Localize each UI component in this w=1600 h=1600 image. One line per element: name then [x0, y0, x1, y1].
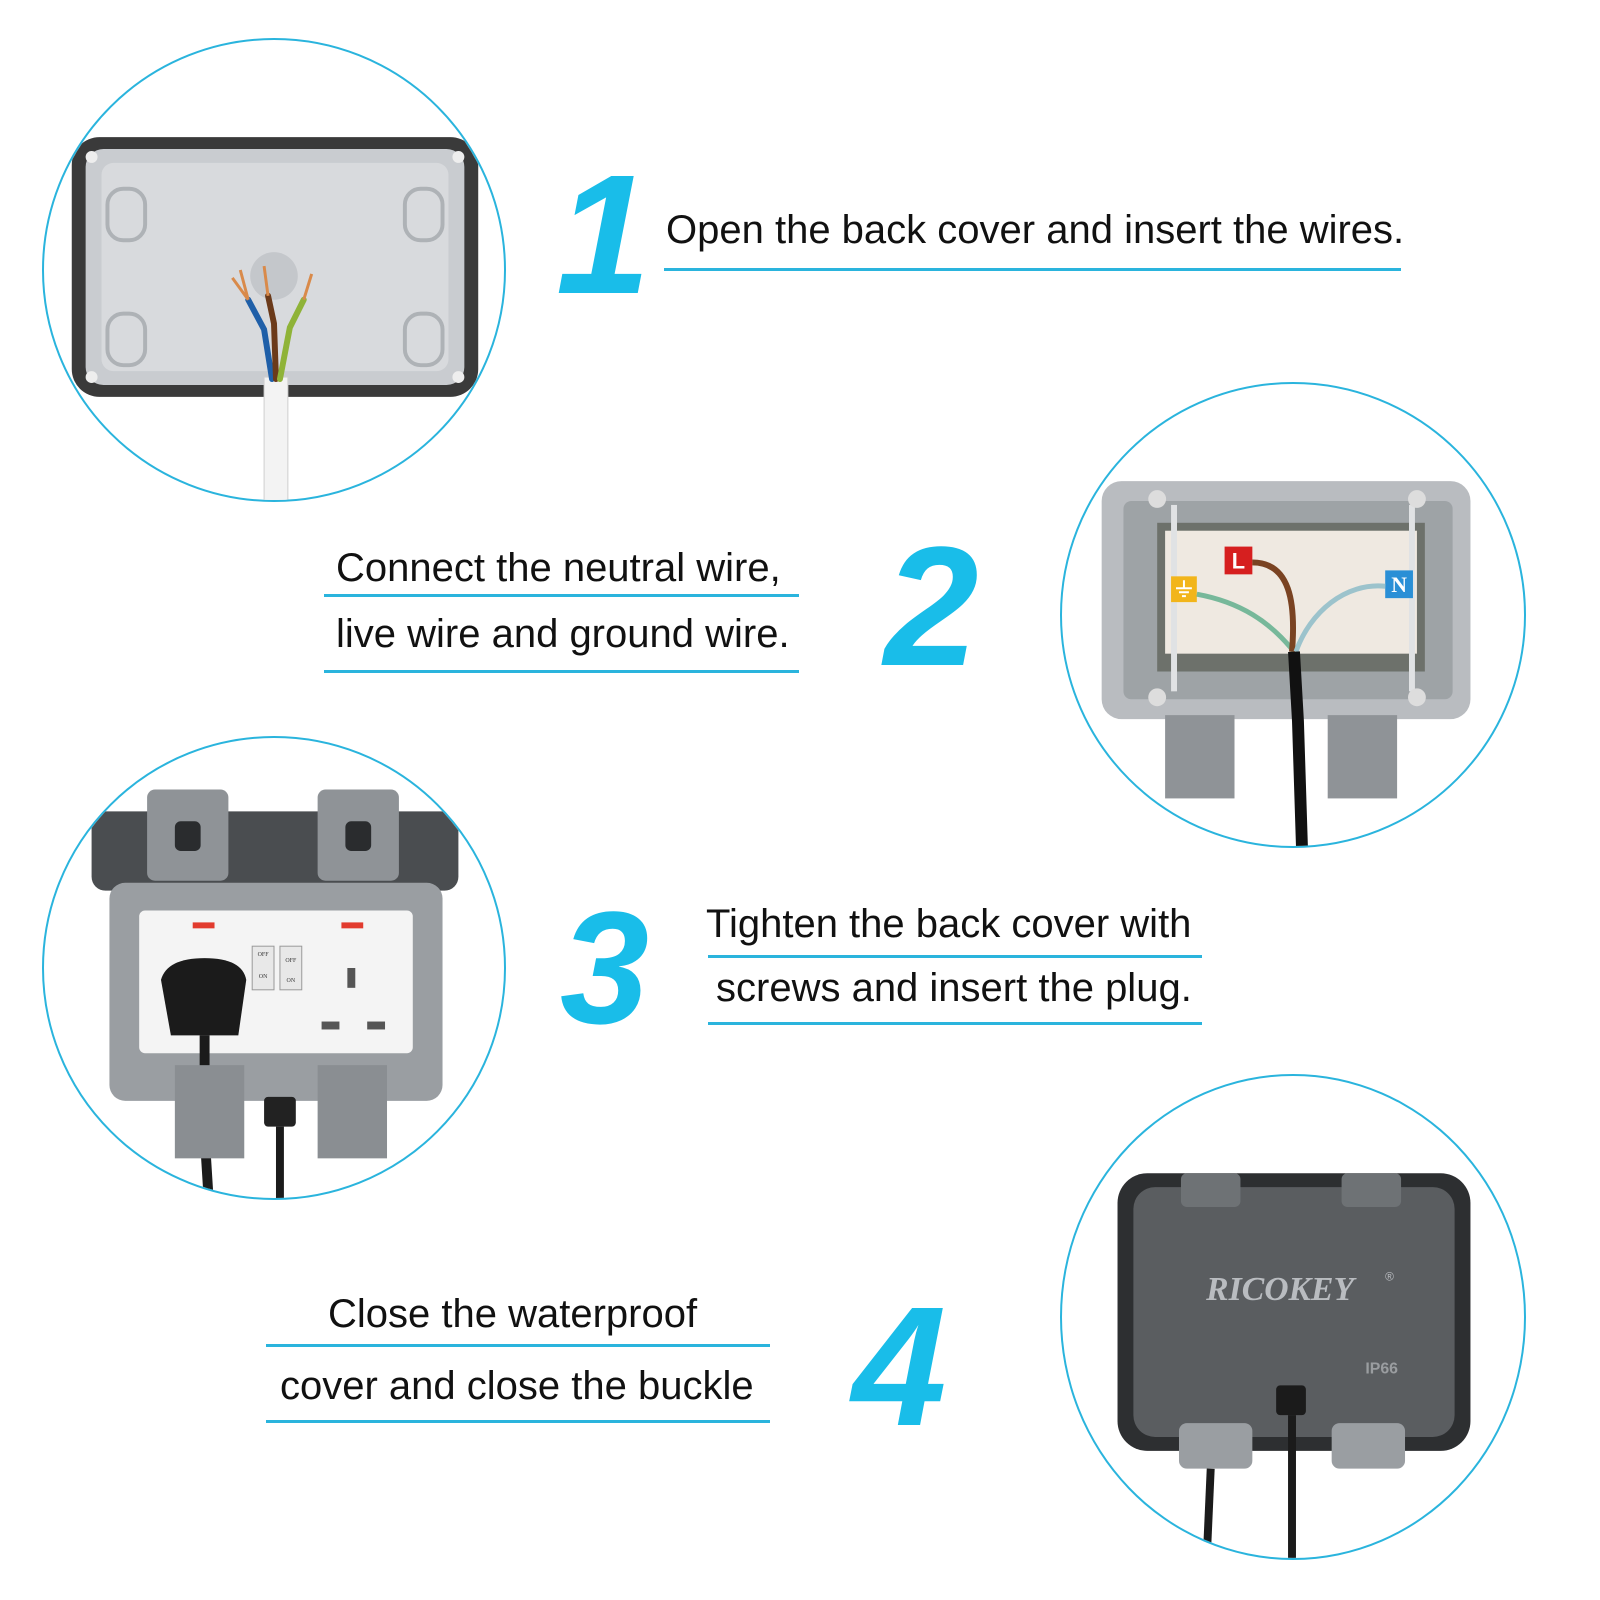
brand-logo: RICOKEY	[1205, 1271, 1357, 1308]
step-4-underline-1	[266, 1344, 770, 1347]
junction-box-illustration	[71, 137, 479, 500]
step-4-text-line-1: Close the waterproof	[328, 1292, 698, 1336]
step-3-number: 3	[560, 878, 649, 1057]
step-3-text-line-1: Tighten the back cover with	[706, 902, 1192, 946]
step-1-underline	[664, 268, 1401, 271]
live-terminal-label: L	[1232, 548, 1245, 573]
step-4-number: 4	[852, 1272, 947, 1462]
switch-1-on-label: ON	[259, 974, 268, 980]
switch-2-off-label: OFF	[285, 958, 297, 964]
wiring-terminal-illustration: L N	[1101, 481, 1471, 846]
step-1-number: 1	[556, 140, 651, 330]
step-3-text-line-2: screws and insert the plug.	[716, 966, 1192, 1010]
step-2-number: 2	[884, 512, 979, 702]
open-socket-illustration: OFF ON OFF ON	[91, 789, 459, 1198]
neutral-terminal-label: N	[1391, 573, 1407, 597]
step-3-underline-2	[708, 1022, 1202, 1025]
step-4-underline-2	[266, 1420, 770, 1423]
step-4-image-circle: RICOKEY ® IP66	[1060, 1074, 1526, 1560]
step-3-underline-1	[708, 955, 1202, 958]
step-3-image-circle: OFF ON OFF ON	[42, 736, 506, 1200]
step-2-text-line-1: Connect the neutral wire,	[336, 546, 781, 590]
ground-icon	[1176, 580, 1192, 598]
step-1-image-circle	[42, 38, 506, 502]
step-2-text-line-2: live wire and ground wire.	[336, 612, 790, 656]
switch-2-on-label: ON	[287, 978, 296, 984]
step-4-text-line-2: cover and close the buckle	[280, 1364, 754, 1408]
step-1-text-line-1: Open the back cover and insert the wires…	[666, 208, 1405, 252]
switch-1-off-label: OFF	[258, 952, 270, 958]
step-2-underline-1	[324, 594, 799, 597]
step-2-image-circle: L N	[1060, 382, 1526, 848]
step-2-underline-2	[324, 670, 799, 673]
registered-mark: ®	[1385, 1269, 1394, 1283]
ip-rating-label: IP66	[1365, 1361, 1398, 1378]
closed-cover-illustration: RICOKEY ® IP66	[1117, 1173, 1471, 1558]
